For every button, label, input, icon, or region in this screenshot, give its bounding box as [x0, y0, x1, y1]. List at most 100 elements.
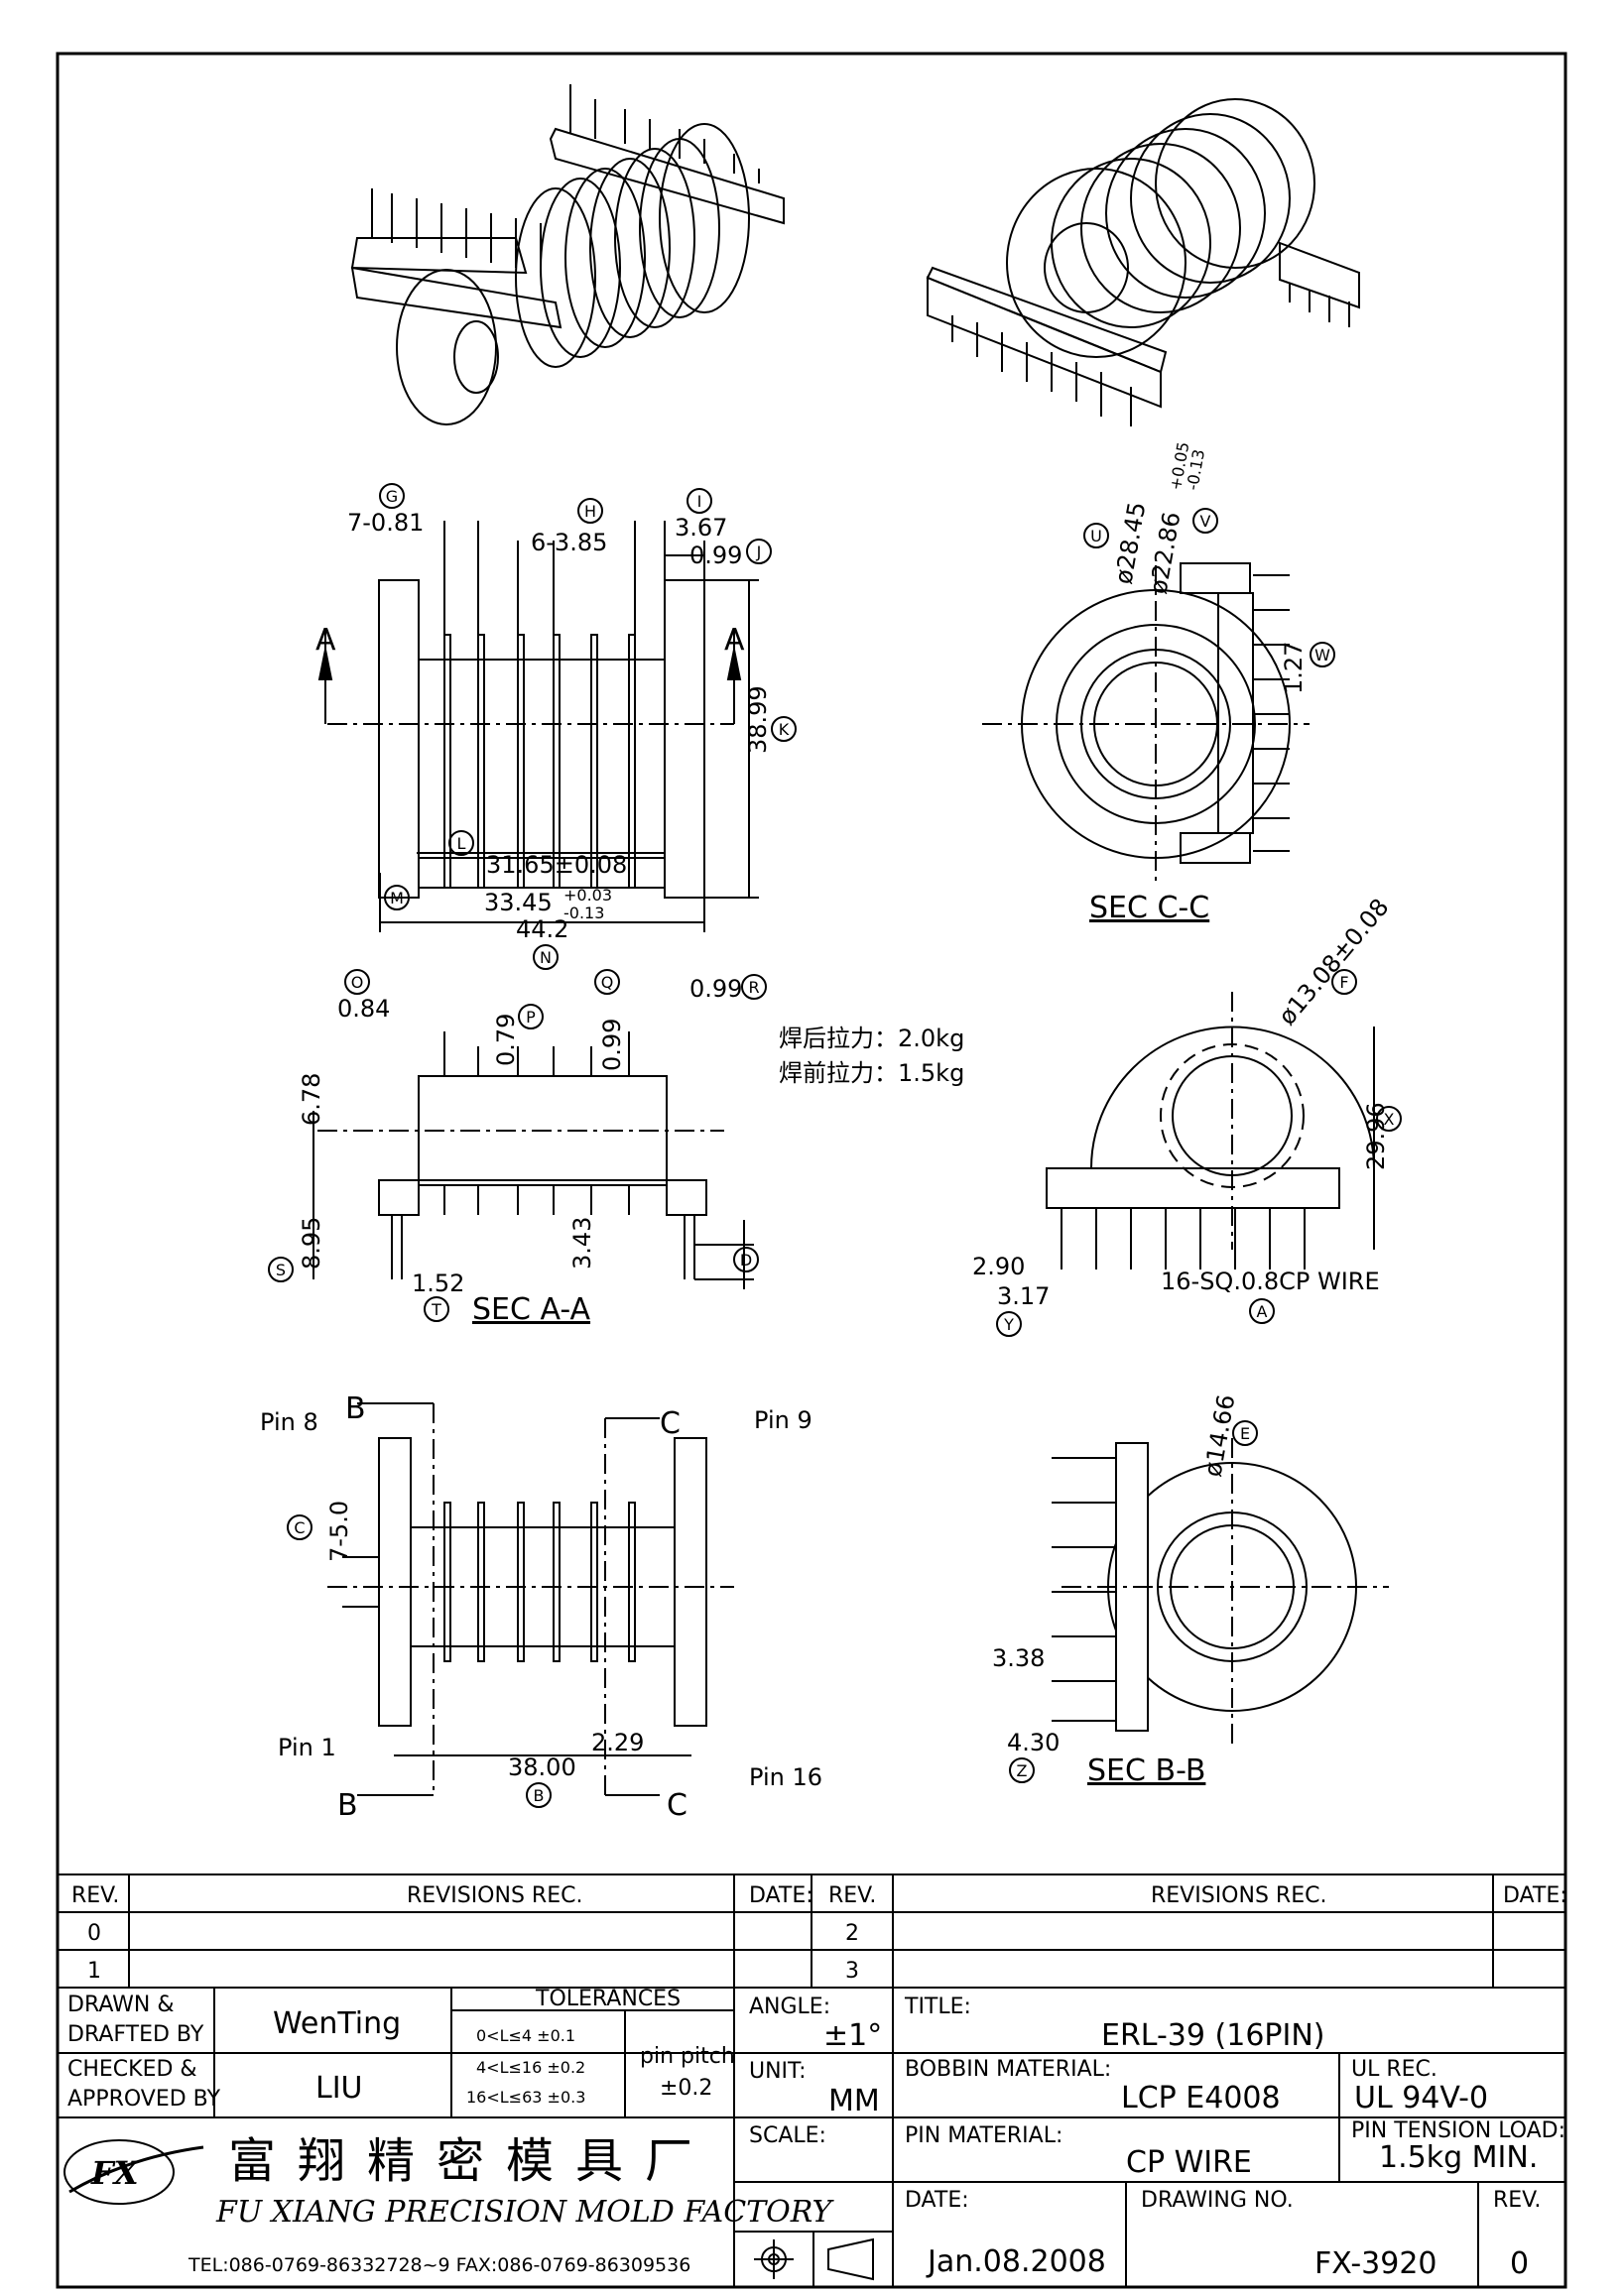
dim-c: 7-5.0	[325, 1501, 353, 1562]
callout-letter-y: Y	[1003, 1315, 1014, 1334]
section-aa-title: SEC A-A	[472, 1292, 591, 1327]
date-value: Jan.08.2008	[926, 2244, 1106, 2279]
dim-s: 8.95	[298, 1217, 325, 1269]
callout-circle-k	[771, 716, 797, 742]
side-view	[1046, 992, 1375, 1269]
callout-circle-z	[1009, 1757, 1035, 1783]
front-view	[317, 521, 759, 932]
bottom-view-labels: Pin 8 Pin 9 Pin 1 Pin 16 B B C C 7-5.0 3…	[260, 1391, 822, 1823]
drawn-label-2: DRAFTED BY	[67, 2022, 204, 2047]
unit-value: MM	[828, 2084, 880, 2118]
dim-y: 3.17	[997, 1282, 1050, 1310]
drawing-no-label: DRAWING NO.	[1141, 2188, 1294, 2213]
callout-letter-n: N	[540, 948, 552, 967]
callout-circle-l	[448, 830, 474, 856]
tolerance-1: 0<L≤4 ±0.1	[476, 2026, 575, 2045]
dim-l: 31.65±0.08	[486, 851, 627, 879]
callout-letter-b: B	[534, 1786, 545, 1805]
dim-q: 0.99	[598, 1019, 626, 1071]
company-name-cn: 富翔精密模具厂	[228, 2133, 714, 2189]
callout-circle-f	[1331, 969, 1357, 995]
dim-b-gap: 2.29	[591, 1729, 644, 1756]
section-arrow-c-bottom: C	[667, 1788, 687, 1823]
angle-value: ±1°	[823, 2018, 882, 2053]
callout-letter-p: P	[526, 1008, 536, 1027]
callout-circle-n	[533, 944, 559, 970]
callout-circle-t	[424, 1296, 449, 1322]
dim-n: 44.2	[516, 915, 568, 943]
rev-right-2: 2	[845, 1921, 859, 1946]
checked-label-2: APPROVED BY	[67, 2087, 221, 2112]
callout-circle-h	[577, 498, 603, 524]
dim-w: 1.27	[1280, 642, 1308, 694]
pin-label-9: Pin 9	[754, 1406, 812, 1434]
dim-h: 6-3.85	[531, 529, 607, 556]
isometric-view-right	[926, 98, 1360, 426]
dim-u: ø28.45	[1109, 500, 1151, 586]
callout-circle-o	[344, 969, 370, 995]
tolerances-label: TOLERANCES	[535, 1987, 681, 2011]
rev-right-3: 3	[845, 1959, 859, 1984]
callout-letter-a: A	[1257, 1302, 1268, 1321]
section-cc-view	[982, 562, 1310, 883]
section-cc-title: SEC C-C	[1089, 891, 1209, 925]
title-block-text: DRAWN & DRAFTED BY WenTing CHECKED & APP…	[63, 1987, 1565, 2281]
callout-letter-l: L	[457, 834, 466, 853]
callout-circle-s	[268, 1257, 294, 1282]
scale-label: SCALE:	[749, 2123, 826, 2148]
isometric-view-left	[350, 84, 785, 425]
dim-i: 3.67	[675, 514, 727, 542]
callout-letter-i: I	[697, 492, 702, 511]
pin-material-value: CP WIRE	[1126, 2145, 1252, 2180]
callout-letter-v: V	[1200, 512, 1211, 531]
section-aa-labels: 0.84 0.79 0.99 0.99 6.78 8.95 1.52 3.43 …	[298, 975, 964, 1327]
callout-circle-x	[1376, 1106, 1402, 1132]
rev-header-6: DATE:	[1503, 1883, 1567, 1908]
section-cc-labels: ø28.45 ø22.86 +0.05 -0.13 1.27 SEC C-C	[1089, 440, 1308, 925]
callout-letter-k: K	[779, 720, 790, 739]
front-view-labels: 7-0.81 6-3.85 3.67 0.99 31.65±0.08 33.45…	[315, 509, 772, 943]
revision-table	[58, 1873, 1565, 1989]
checked-label-1: CHECKED &	[67, 2057, 197, 2082]
ul-label: UL REC.	[1351, 2057, 1437, 2082]
pin-tension-label: PIN TENSION LOAD:	[1351, 2118, 1565, 2143]
pin-tension-value: 1.5kg MIN.	[1379, 2140, 1538, 2175]
side-view-labels: ø13.08±0.08 29.96 2.90 3.17 16-SQ.0.8CP …	[972, 894, 1394, 1310]
company-contact: TEL:086-0769-86332728~9 FAX:086-0769-863…	[187, 2254, 690, 2276]
pin-label-16: Pin 16	[749, 1763, 822, 1791]
revision-table-text: REV. REVISIONS REC. DATE: REV. REVISIONS…	[71, 1883, 1567, 1984]
section-arrow-b-top: B	[345, 1391, 366, 1426]
dim-p: 0.79	[492, 1014, 520, 1066]
dim-aa-height: 6.78	[298, 1073, 325, 1126]
callout-letter-w: W	[1314, 646, 1330, 665]
callout-circle-v	[1192, 508, 1218, 534]
dim-x: 29.96	[1362, 1102, 1390, 1170]
rev-left-0: 0	[87, 1921, 101, 1946]
title-block	[58, 1988, 1565, 2287]
callout-circle-g	[379, 483, 405, 509]
pin-label-8: Pin 8	[260, 1408, 318, 1436]
dim-z: 4.30	[1007, 1729, 1060, 1756]
section-bb-view	[1052, 1438, 1389, 1746]
callout-letter-e: E	[1240, 1424, 1250, 1443]
dim-g: 7-0.81	[347, 509, 424, 537]
ul-value: UL 94V-0	[1354, 2081, 1488, 2115]
pin-material-label: PIN MATERIAL:	[905, 2123, 1062, 2148]
unit-label: UNIT:	[749, 2059, 806, 2084]
callout-circle-w	[1310, 642, 1335, 667]
section-aa-view	[312, 1031, 754, 1289]
callout-circle-q	[594, 969, 620, 995]
callout-letter-g: G	[386, 487, 398, 506]
company-logo: FX	[63, 2139, 204, 2205]
callout-circle-e	[1232, 1420, 1258, 1446]
dim-m-base: 33.45	[484, 889, 553, 916]
dim-pin-spacing: 2.90	[972, 1253, 1025, 1280]
rev-header-1: REV.	[71, 1883, 119, 1908]
callout-letter-f: F	[1339, 973, 1348, 992]
section-arrow-b-bottom: B	[337, 1788, 358, 1823]
angle-label: ANGLE:	[749, 1994, 830, 2019]
drawing-no-value: FX-3920	[1314, 2246, 1437, 2281]
callout-letter-j: J	[756, 543, 762, 561]
section-arrow-c-top: C	[660, 1406, 681, 1441]
